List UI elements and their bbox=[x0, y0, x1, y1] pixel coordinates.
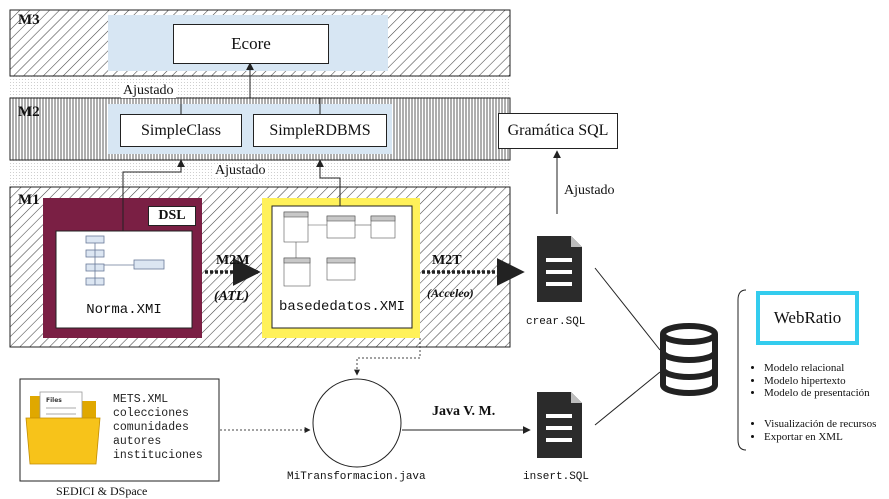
feature-item: Modelo relacional bbox=[764, 362, 870, 375]
crear-sql-label: crear.SQL bbox=[526, 316, 586, 328]
source-item: METS.XML bbox=[113, 393, 169, 406]
m1-to-m2-connectors bbox=[122, 159, 341, 231]
webratio-box: WebRatio bbox=[756, 291, 859, 345]
crear-sql-file-icon bbox=[537, 236, 582, 302]
source-item: autores bbox=[113, 435, 162, 448]
m2t-label: M2T bbox=[432, 253, 462, 268]
simpleclass-box: SimpleClass bbox=[120, 114, 242, 147]
feature-list-functions: Visualización de recursos Exportar en XM… bbox=[750, 418, 876, 443]
simplerdbms-box: SimpleRDBMS bbox=[253, 114, 387, 147]
db-mini-schema bbox=[283, 211, 396, 287]
javavm-label: Java V. M. bbox=[432, 404, 496, 419]
source-item: comunidades bbox=[113, 421, 189, 434]
source-item: instituciones bbox=[113, 449, 203, 462]
insert-sql-file-icon bbox=[537, 392, 582, 458]
feature-item: Visualización de recursos bbox=[764, 418, 876, 431]
insert-sql-label: insert.SQL bbox=[523, 471, 590, 483]
folder-icon: Files bbox=[25, 391, 101, 465]
gramatica-sql-box: Gramática SQL bbox=[498, 113, 618, 149]
ajustado-label-mid: Ajustado bbox=[213, 163, 268, 178]
svg-text:Files: Files bbox=[46, 397, 62, 404]
feature-bracket bbox=[737, 289, 747, 451]
norma-mini-diagram bbox=[85, 235, 165, 286]
norma-model-box bbox=[55, 230, 193, 329]
m3-m2-gap bbox=[10, 76, 510, 98]
feature-item: Modelo de presentación bbox=[764, 387, 870, 400]
acceleo-label: (Acceleo) bbox=[427, 286, 474, 300]
m2-to-ecore-connector bbox=[180, 62, 321, 115]
level-m2-label: M2 bbox=[18, 104, 40, 120]
feature-item: Modelo hipertexto bbox=[764, 375, 870, 388]
feature-item: Exportar en XML bbox=[764, 431, 876, 444]
dsl-label: DSL bbox=[148, 206, 196, 226]
mitransformacion-label: MiTransformacion.java bbox=[287, 471, 426, 483]
ajustado-label-top: Ajustado bbox=[121, 83, 176, 98]
ajustado-label-right: Ajustado bbox=[564, 183, 615, 198]
ecore-box: Ecore bbox=[173, 24, 329, 64]
level-m3-label: M3 bbox=[18, 12, 40, 28]
basededatos-xmi-label: basededatos.XMI bbox=[278, 299, 406, 315]
sources-caption: SEDICI & DSpace bbox=[56, 484, 148, 498]
m2m-label: M2M bbox=[216, 253, 250, 268]
sources-list: METS.XML colecciones comunidades autores… bbox=[113, 393, 203, 463]
mitransformacion-circle bbox=[312, 378, 402, 468]
level-m1-label: M1 bbox=[18, 192, 40, 208]
norma-xmi-label: Norma.XMI bbox=[86, 302, 162, 318]
source-item: colecciones bbox=[113, 407, 189, 420]
atl-label: (ATL) bbox=[214, 289, 249, 304]
feature-list-models: Modelo relacional Modelo hipertexto Mode… bbox=[750, 362, 870, 400]
database-icon bbox=[660, 323, 718, 396]
sql-to-database-lines bbox=[594, 267, 661, 426]
db-to-transform-dotted bbox=[354, 338, 421, 376]
